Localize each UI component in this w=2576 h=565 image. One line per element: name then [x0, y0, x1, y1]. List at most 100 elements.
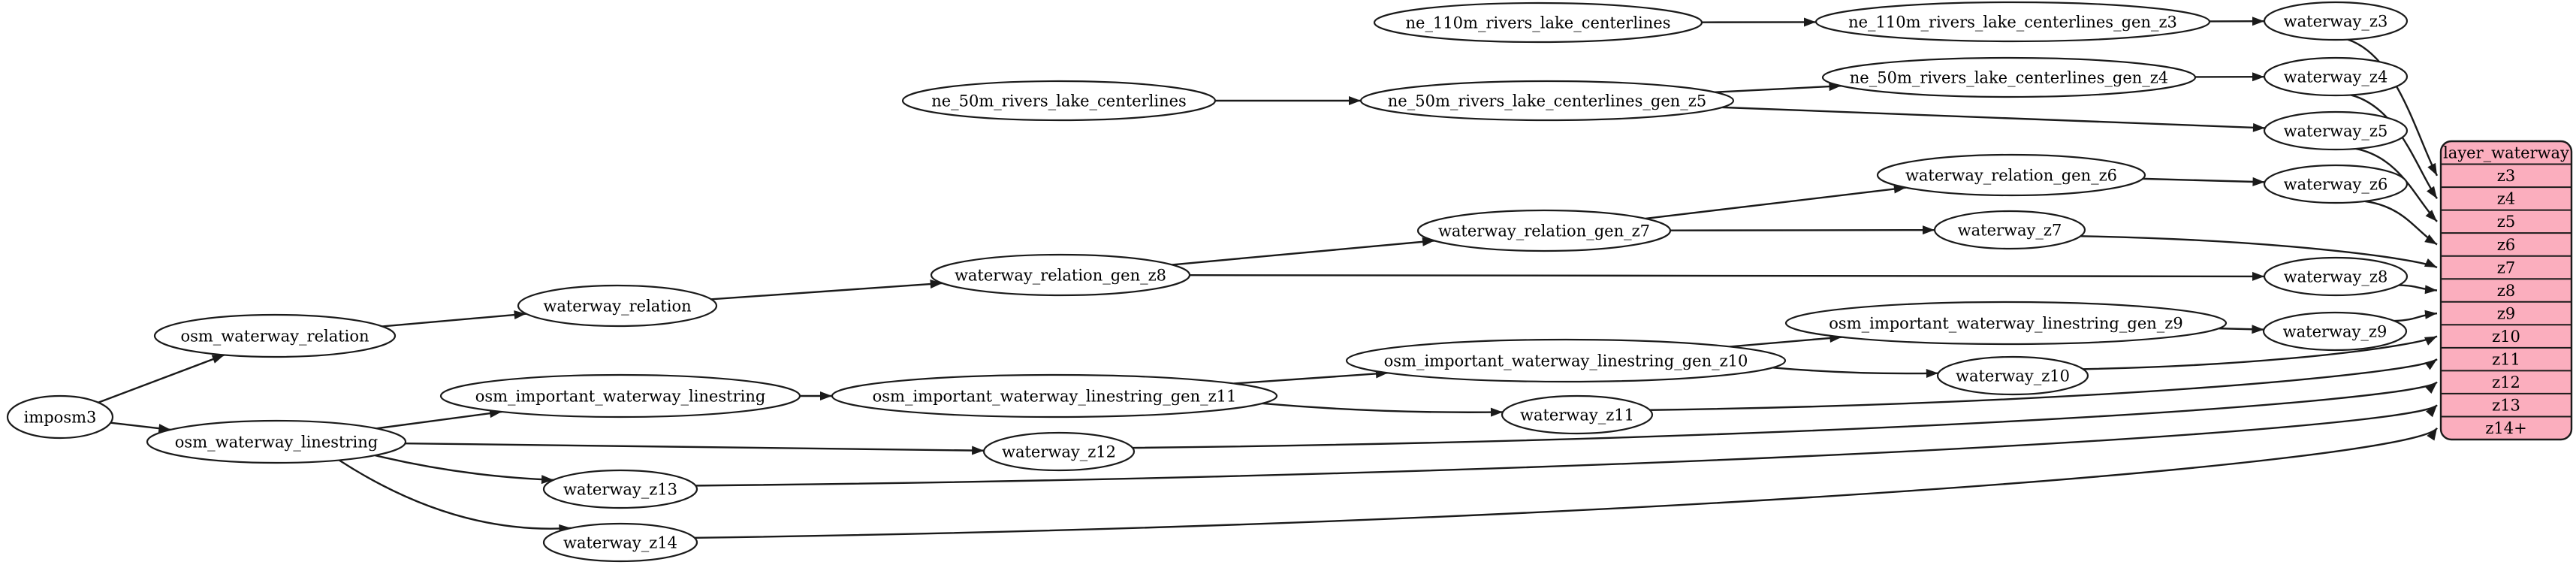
node-ellipse-ne_50m_rivers_lake_centerlines_gen_z5: [1359, 80, 1735, 122]
node-label-ne_50m_rivers_lake_centerlines: ne_50m_rivers_lake_centerlines: [931, 92, 1187, 110]
node-label-waterway_z3: waterway_z3: [2284, 12, 2388, 30]
node-ellipse-osm_waterway_relation: [153, 313, 397, 358]
node-ellipse-waterway_relation_gen_z6: [1876, 153, 2146, 197]
node-waterway_z10: waterway_z10: [1936, 355, 2089, 396]
node-label-osm_important_waterway_linestring_gen_z10: osm_important_waterway_linestring_gen_z1…: [1384, 352, 1748, 370]
node-label-waterway_z10: waterway_z10: [1956, 367, 2070, 385]
node-label-ne_50m_rivers_lake_centerlines_gen_z5: ne_50m_rivers_lake_centerlines_gen_z5: [1388, 92, 1706, 110]
node-ellipse-waterway_z3: [2263, 1, 2409, 41]
node-label-ne_110m_rivers_lake_centerlines: ne_110m_rivers_lake_centerlines: [1406, 14, 1671, 32]
edge-waterway_z7-layer_waterway-z7: [2080, 235, 2438, 269]
node-ellipse-waterway_z9: [2262, 311, 2408, 352]
node-ellipse-osm_waterway_linestring: [146, 419, 407, 464]
edges-layer: [98, 17, 2439, 539]
node-ne_50m_rivers_lake_centerlines: ne_50m_rivers_lake_centerlines: [901, 80, 1217, 122]
table-row-z3: z3: [2497, 167, 2515, 185]
node-ellipse-waterway_z6: [2263, 164, 2409, 204]
node-ne_110m_rivers_lake_centerlines: ne_110m_rivers_lake_centerlines: [1373, 2, 1703, 44]
node-waterway_z3: waterway_z3: [2263, 1, 2409, 41]
table-row-z5: z5: [2497, 213, 2515, 231]
edge-waterway_z4-layer_waterway-z4: [2351, 94, 2438, 200]
node-label-ne_50m_rivers_lake_centerlines_gen_z4: ne_50m_rivers_lake_centerlines_gen_z4: [1850, 68, 2168, 86]
node-label-waterway_z14: waterway_z14: [563, 533, 677, 551]
edge-waterway_relation_gen_z6-waterway_z6: [2143, 177, 2265, 186]
node-waterway_z7: waterway_z7: [1933, 210, 2086, 250]
node-ellipse-waterway_z8: [2263, 256, 2409, 297]
node-label-waterway_relation_gen_z8: waterway_relation_gen_z8: [955, 266, 1166, 284]
node-label-waterway_z11: waterway_z11: [1520, 406, 1634, 424]
node-ne_110m_rivers_lake_centerlines_gen_z3: ne_110m_rivers_lake_centerlines_gen_z3: [1814, 1, 2211, 43]
node-waterway_relation_gen_z8: waterway_relation_gen_z8: [930, 253, 1191, 297]
edge-waterway_relation_gen_z7-waterway_relation_gen_z6: [1645, 184, 1907, 220]
node-ellipse-ne_50m_rivers_lake_centerlines: [901, 80, 1217, 122]
node-waterway_z8: waterway_z8: [2263, 256, 2409, 297]
table-row-z13: z13: [2492, 397, 2520, 415]
node-label-waterway_z5: waterway_z5: [2284, 122, 2388, 140]
node-label-waterway_z12: waterway_z12: [1002, 443, 1116, 461]
table-row-z4: z4: [2497, 190, 2515, 208]
edge-waterway_z14-layer_waterway-z14+: [694, 427, 2439, 539]
node-waterway_z9: waterway_z9: [2262, 311, 2408, 352]
edge-imposm3-osm_waterway_relation: [98, 354, 225, 403]
edge-osm_important_waterway_linestring_gen_z10-osm_important_waterway_linestring_gen_z9: [1730, 334, 1842, 348]
node-waterway_z13: waterway_z13: [542, 469, 698, 509]
edge-osm_important_waterway_linestring_gen_z11-osm_important_waterway_linestring_gen_z10: [1234, 369, 1389, 385]
node-osm_waterway_relation: osm_waterway_relation: [153, 313, 397, 358]
table-row-z10: z10: [2492, 328, 2520, 346]
table-row-z8: z8: [2497, 282, 2515, 300]
node-ellipse-waterway_z14: [542, 522, 698, 563]
edge-waterway_relation_gen_z7-waterway_z7: [1670, 225, 1935, 235]
node-ellipse-imposm3: [6, 394, 114, 440]
edge-waterway_relation-waterway_relation_gen_z8: [710, 279, 943, 301]
node-label-waterway_z13: waterway_z13: [563, 480, 677, 498]
table-title: layer_waterway: [2443, 144, 2569, 162]
node-ellipse-waterway_relation_gen_z7: [1416, 209, 1672, 252]
edge-waterway_z9-layer_waterway-z9: [2394, 310, 2438, 322]
node-waterway_relation_gen_z6: waterway_relation_gen_z6: [1876, 153, 2146, 197]
node-label-osm_important_waterway_linestring_gen_z11: osm_important_waterway_linestring_gen_z1…: [873, 387, 1237, 405]
table-row-z9: z9: [2497, 304, 2515, 322]
node-waterway_z11: waterway_z11: [1501, 394, 1654, 435]
edge-osm_waterway_relation-waterway_relation: [382, 310, 526, 328]
node-label-waterway_relation_gen_z6: waterway_relation_gen_z6: [1905, 166, 2117, 184]
node-ellipse-ne_110m_rivers_lake_centerlines_gen_z3: [1814, 1, 2211, 43]
node-ellipse-ne_50m_rivers_lake_centerlines_gen_z4: [1821, 56, 2197, 98]
node-label-osm_important_waterway_linestring: osm_important_waterway_linestring: [475, 387, 766, 405]
edge-waterway_z6-layer_waterway-z6: [2364, 200, 2438, 246]
node-ellipse-waterway_z11: [1501, 394, 1654, 435]
node-osm_important_waterway_linestring: osm_important_waterway_linestring: [439, 373, 801, 418]
table-row-z14+: z14+: [2485, 419, 2526, 437]
node-label-waterway_relation_gen_z7: waterway_relation_gen_z7: [1438, 222, 1650, 240]
edge-waterway_z8-layer_waterway-z8: [2399, 284, 2438, 295]
node-ellipse-osm_important_waterway_linestring_gen_z11: [831, 373, 1278, 418]
node-osm_important_waterway_linestring_gen_z9: osm_important_waterway_linestring_gen_z9: [1784, 301, 2228, 346]
node-imposm3: imposm3: [6, 394, 114, 440]
node-ellipse-waterway_relation_gen_z8: [930, 253, 1191, 297]
node-ellipse-osm_important_waterway_linestring_gen_z9: [1784, 301, 2228, 346]
edge-osm_waterway_linestring-osm_important_waterway_linestring: [376, 409, 502, 430]
edge-ne_50m_rivers_lake_centerlines_gen_z5-ne_50m_rivers_lake_centerlines_gen_z4: [1715, 82, 1842, 93]
edge-imposm3-osm_waterway_linestring: [110, 421, 171, 434]
layer-waterway-table: layer_waterwayz3z4z5z6z7z8z9z10z11z12z13…: [2439, 140, 2573, 441]
node-label-waterway_z6: waterway_z6: [2284, 175, 2388, 193]
table-row-z7: z7: [2497, 258, 2515, 276]
node-label-osm_important_waterway_linestring_gen_z9: osm_important_waterway_linestring_gen_z9: [1829, 314, 2182, 332]
edge-osm_waterway_linestring-waterway_z13: [375, 454, 554, 485]
node-ellipse-osm_important_waterway_linestring: [439, 373, 801, 418]
node-label-waterway_z9: waterway_z9: [2283, 322, 2387, 340]
node-ellipse-ne_110m_rivers_lake_centerlines: [1373, 2, 1703, 44]
node-osm_waterway_linestring: osm_waterway_linestring: [146, 419, 407, 464]
node-waterway_relation: waterway_relation: [517, 284, 718, 328]
edge-osm_important_waterway_linestring_gen_z11-waterway_z11: [1262, 402, 1504, 417]
node-ellipse-waterway_z7: [1933, 210, 2086, 250]
node-ellipse-waterway_relation: [517, 284, 718, 328]
table-row-z6: z6: [2497, 236, 2515, 254]
edge-waterway_z11-layer_waterway-z11: [1649, 358, 2438, 411]
edge-osm_waterway_linestring-waterway_z12: [405, 442, 985, 455]
edge-waterway_z3-layer_waterway-z3: [2347, 38, 2439, 177]
node-label-waterway_z4: waterway_z4: [2284, 68, 2388, 86]
node-label-osm_waterway_relation: osm_waterway_relation: [180, 327, 369, 345]
node-ellipse-waterway_z12: [982, 431, 1136, 472]
node-waterway_z6: waterway_z6: [2263, 164, 2409, 204]
